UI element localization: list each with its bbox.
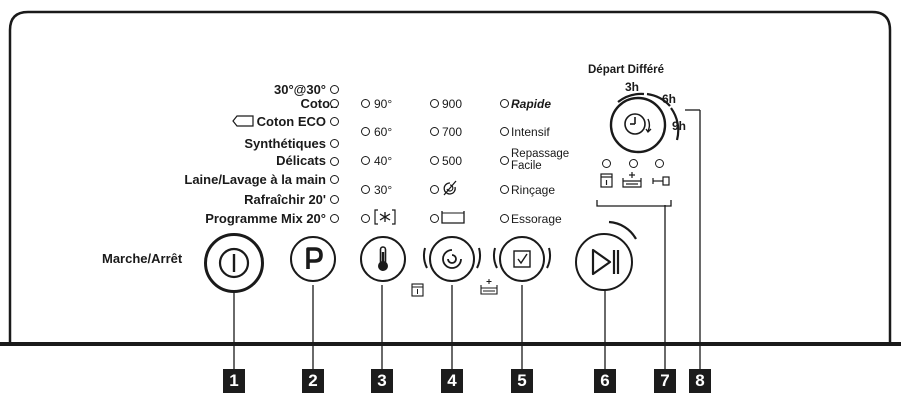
no-spin-icon [443,180,457,196]
delay-button[interactable] [595,86,695,166]
start-pause-button[interactable] [575,233,633,291]
options-button[interactable] [499,236,545,282]
play-pause-icon [591,248,620,276]
temperature-led [361,214,370,223]
spin-led [430,185,439,194]
programme-led [330,139,339,148]
checklist-icon [513,250,531,268]
programme-led [330,195,339,204]
callout-number: 2 [302,369,324,393]
function-option: Intensif [511,125,550,139]
delay-led [629,159,638,168]
thermometer-icon [378,246,388,271]
spin-option: 700 [442,125,463,139]
spin-option: 900 [442,97,463,111]
p-icon [306,247,323,269]
spin-led [430,99,439,108]
callout-number: 5 [511,369,533,393]
delay-led [602,159,611,168]
function-option: Repassage Facile [511,148,570,172]
programme-led [330,157,339,166]
door-lock-icons [600,172,670,188]
programme-led [330,175,339,184]
function-led [500,156,509,165]
temperature-led [361,156,370,165]
function-option: Rinçage [511,183,556,197]
spin-led [430,156,439,165]
spin-option: 500 [442,154,463,168]
programme-led [330,117,339,126]
spin-led [430,127,439,136]
spin-button-arcs [423,247,481,269]
callout-number: 4 [441,369,463,393]
callout-number: 1 [223,369,245,393]
power-icon [218,247,250,279]
function-led [500,127,509,136]
temperature-option: 60° [374,125,393,139]
spin-led [430,214,439,223]
programme-label: Programme Mix 20° [205,211,326,226]
door-lock-small-icon [411,283,424,297]
temperature-led [361,185,370,194]
temperature-led [361,99,370,108]
delay-title: Départ Différé [588,64,665,76]
temperature-option: 40° [374,154,393,168]
temperature-led [361,127,370,136]
programme-label: Synthétiques [244,136,326,151]
power-button[interactable] [204,233,264,293]
callout-number: 6 [594,369,616,393]
cold-wash-icon [374,209,396,225]
programme-label: Laine/Lavage à la main [184,172,326,187]
programme-led [330,214,339,223]
spin-button[interactable] [429,236,475,282]
programme-label: 30°@30° [274,82,326,97]
function-led [500,185,509,194]
temperature-button[interactable] [360,236,406,282]
rinse-hold-icon [441,211,465,224]
delay-3h-label: 3h [625,80,640,94]
programme-led [330,85,339,94]
prewash-small-icon [480,279,498,295]
options-button-arcs [493,247,551,269]
spin-icon [442,249,462,269]
function-option: Rapide [511,97,552,111]
function-led [500,214,509,223]
start-pause-arc [608,220,637,240]
callout-number: 7 [654,369,676,393]
delay-led [655,159,664,168]
power-label: Marche/Arrêt [102,251,183,266]
programme-label: Rafraîchir 20' [244,192,326,207]
programme-button[interactable] [290,236,336,282]
tag-icon [232,115,254,127]
function-option: Essorage [511,212,562,226]
callout-number: 3 [371,369,393,393]
programme-label: Coton [300,96,338,111]
callout-number: 8 [689,369,711,393]
programme-led [330,99,339,108]
temperature-option: 30° [374,183,393,197]
programme-label: Délicats [276,153,326,168]
programme-label: Coton ECO [256,114,326,129]
temperature-option: 90° [374,97,393,111]
function-led [500,99,509,108]
